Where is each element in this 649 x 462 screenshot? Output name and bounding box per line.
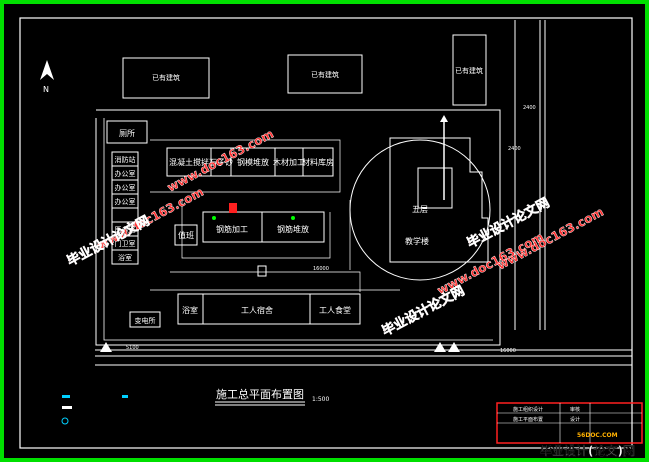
gate-marker bbox=[257, 265, 267, 277]
title-block-row-2: 施工平面布置 bbox=[513, 416, 543, 423]
fire-room-label: 消防站 bbox=[115, 155, 136, 164]
transformer-building: 变电所 bbox=[129, 311, 161, 328]
medical-label: 医务室 bbox=[115, 225, 136, 234]
material-yard-label: 钢模堆放 bbox=[237, 157, 269, 167]
teaching-1-label: 五层 bbox=[412, 205, 428, 214]
timber-processing-label: 木材加工 bbox=[273, 157, 305, 167]
temp-road bbox=[103, 118, 493, 341]
worker-canteen-label: 工人食堂 bbox=[319, 305, 351, 315]
dorm-block bbox=[177, 293, 361, 325]
watermark-brand-2: 毕业设计论文网 bbox=[379, 283, 467, 340]
office-2-label: 办公室 bbox=[115, 183, 136, 192]
svg-text:N: N bbox=[43, 85, 49, 94]
rebar-yard-label: 钢筋堆放 bbox=[277, 224, 309, 234]
title-block-row-3: 审核 bbox=[570, 406, 580, 413]
dim-d6: 16000 bbox=[500, 348, 516, 354]
footer-brand: 56DOC.COM 毕业设计(论文)网 bbox=[540, 432, 635, 458]
footer-brand-text: 毕业设计(论文)网 bbox=[540, 443, 635, 458]
guard-label: 门卫室 bbox=[115, 239, 136, 248]
teaching-2-label: 教学楼 bbox=[405, 236, 429, 246]
legend bbox=[61, 395, 128, 425]
dim-d2: 2400 bbox=[508, 146, 521, 152]
dim-d5: 5100 bbox=[126, 345, 139, 351]
gate-triangle-right-icon bbox=[448, 342, 460, 352]
drawing-frame bbox=[19, 17, 633, 449]
site-boundary bbox=[95, 109, 501, 346]
title-block-row-1: 施工组织设计 bbox=[513, 406, 543, 413]
processing-strip bbox=[166, 147, 334, 177]
office-1-label: 办公室 bbox=[115, 169, 136, 178]
rebar-processing-label: 钢筋加工 bbox=[216, 224, 248, 234]
transformer-label: 变电所 bbox=[135, 316, 156, 325]
existing-building-3-label: 已有建筑 bbox=[455, 66, 483, 75]
existing-building-1: 已有建筑 bbox=[122, 57, 210, 99]
title-block: 施工组织设计 施工平面布置 审核 设计 bbox=[496, 402, 643, 444]
toilet-building: 厕所 bbox=[106, 120, 148, 144]
duty-room-label: 值班 bbox=[178, 230, 194, 240]
watermark-brand-1: 毕业设计论文网 bbox=[64, 213, 152, 270]
site-office-label: 办公室 bbox=[115, 197, 136, 206]
existing-building-3: 已有建筑 bbox=[452, 34, 487, 106]
dim-d1: 2400 bbox=[523, 105, 536, 111]
left-rooms bbox=[111, 151, 139, 265]
plan-scale: 1:500 bbox=[312, 396, 329, 403]
worker-dorm-label: 工人宿舍 bbox=[241, 305, 273, 315]
footer-site: 56DOC.COM bbox=[577, 432, 618, 439]
existing-building-2-label: 已有建筑 bbox=[311, 70, 339, 79]
material-store-label: 材料库房 bbox=[302, 157, 334, 167]
sand-stone-label: 石子砂 bbox=[209, 157, 233, 167]
title-block-row-4: 设计 bbox=[570, 416, 580, 423]
bath-label: 浴室 bbox=[118, 253, 132, 262]
gate-triangle-mid-icon bbox=[434, 342, 446, 352]
existing-building-1-label: 已有建筑 bbox=[152, 73, 180, 82]
teaching-building bbox=[389, 137, 489, 263]
bath-2-label: 浴室 bbox=[182, 305, 198, 315]
road-lines bbox=[95, 20, 632, 366]
gate-triangle-left-icon bbox=[100, 342, 112, 352]
crane-top-icon bbox=[440, 115, 448, 122]
utility-lines bbox=[150, 139, 400, 292]
mixer-label: 混凝土搅拌 bbox=[169, 157, 209, 167]
existing-building-2: 已有建筑 bbox=[287, 54, 363, 94]
toilet-label: 厕所 bbox=[119, 128, 135, 138]
north-arrow-icon: N bbox=[40, 60, 54, 94]
tower-crane-radius bbox=[349, 139, 491, 281]
crane-marker-icon bbox=[212, 203, 295, 220]
plan-title: 施工总平面布置图 bbox=[216, 387, 304, 401]
dim-d3: 16000 bbox=[313, 266, 329, 272]
